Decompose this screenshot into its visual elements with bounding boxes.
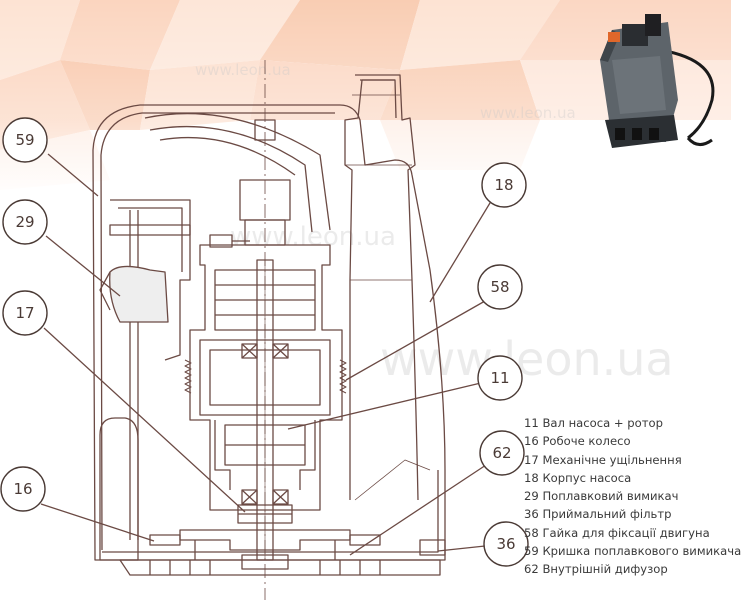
- svg-text:36: 36: [496, 535, 515, 553]
- tilt-switch: [99, 417, 139, 561]
- legend-item: 17 Механічне ущільнення: [524, 452, 682, 467]
- bearing-lower: [241, 489, 289, 505]
- motor-housing: [189, 244, 343, 511]
- callout-59: 59: [2, 117, 48, 163]
- pump-product-photo: [600, 14, 715, 148]
- watermark-text: www.leon.ua: [230, 222, 396, 252]
- leader-lines: [40, 153, 494, 556]
- legend-item: 36 Приймальний фільтр: [524, 507, 672, 522]
- callouts: 59 29 17 16 18 58: [0, 117, 529, 567]
- inlet-strainer: [119, 559, 441, 576]
- callout-16: 16: [0, 466, 46, 512]
- parts-legend: 11 Вал насоса + ротор 16 Робоче колесо 1…: [524, 414, 741, 579]
- svg-text:62: 62: [492, 444, 511, 462]
- svg-text:59: 59: [15, 131, 34, 149]
- callout-29: 29: [2, 199, 48, 245]
- spring-left: [184, 359, 192, 394]
- svg-text:18: 18: [494, 176, 513, 194]
- float-switch-housing: [110, 199, 191, 361]
- svg-text:11: 11: [490, 369, 509, 387]
- discharge-outlet: [355, 74, 419, 501]
- watermark-text: www.leon.ua: [380, 332, 674, 386]
- inner-diffuser: [149, 534, 181, 546]
- impeller: [179, 529, 351, 551]
- handle: [144, 112, 331, 231]
- callout-58: 58: [477, 264, 523, 310]
- watermark-text: www.leon.ua: [195, 61, 291, 79]
- legend-item: 18 Корпус насоса: [524, 470, 632, 485]
- pump-casing-outline: [92, 104, 446, 561]
- legend-item: 59 Кришка поплавкового вимикача: [524, 544, 741, 559]
- callout-36: 36: [483, 521, 529, 567]
- svg-text:29: 29: [15, 213, 34, 231]
- legend-item: 16 Робоче колесо: [524, 434, 631, 449]
- svg-text:17: 17: [15, 304, 34, 322]
- callout-17: 17: [2, 290, 48, 336]
- spring-right: [339, 359, 347, 394]
- legend-item: 58 Гайка для фіксації двигуна: [524, 525, 710, 540]
- bearing-upper: [241, 343, 289, 359]
- svg-text:58: 58: [490, 278, 509, 296]
- legend-item: 62 Внутрішній дифузор: [524, 562, 668, 577]
- callout-18: 18: [481, 162, 527, 208]
- legend-item: 11 Вал насоса + ротор: [524, 416, 663, 430]
- legend-item: 29 Поплавковий вимикач: [524, 489, 679, 504]
- callout-62: 62: [479, 430, 525, 476]
- callout-11: 11: [477, 355, 523, 401]
- svg-text:16: 16: [13, 480, 32, 498]
- float: [109, 265, 169, 323]
- watermark-text: www.leon.ua: [480, 104, 576, 122]
